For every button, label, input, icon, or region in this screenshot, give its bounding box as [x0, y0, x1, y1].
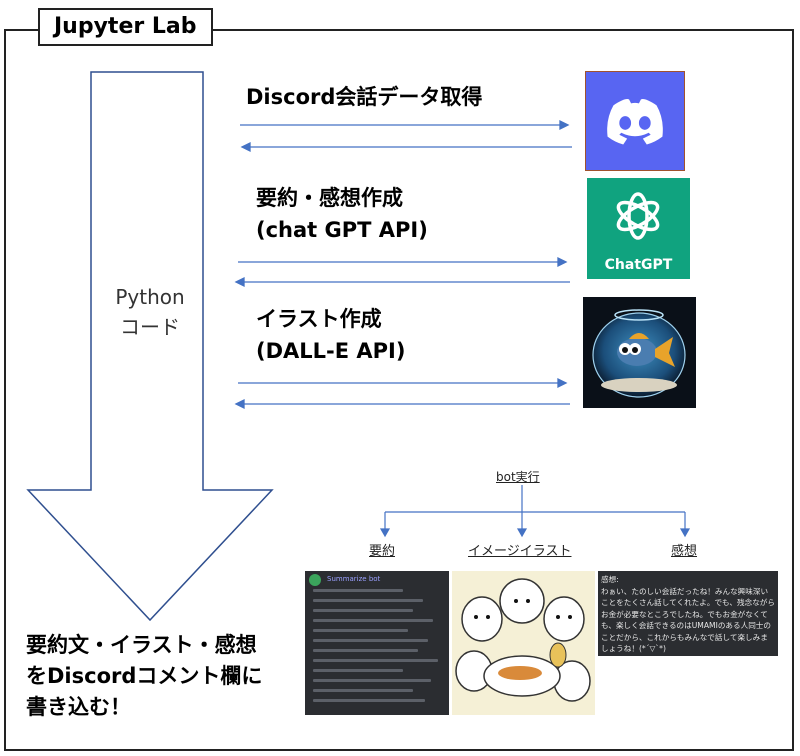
discord-logo-icon [585, 71, 685, 171]
python-code-label: Python コード [115, 285, 185, 339]
step2-label-line1: 要約・感想作成 [256, 186, 403, 210]
bot-avatar [309, 574, 321, 586]
chatgpt-text: ChatGPT [604, 257, 673, 273]
step1-arrows [240, 119, 572, 153]
summary-branch-label: 要約 [369, 544, 396, 559]
bot-name: Summarize bot [327, 575, 381, 583]
illustration-screenshot [452, 571, 595, 715]
bottom-instruction: 要約文・イラスト・感想 をDiscordコメント欄に 書き込む！ [26, 633, 263, 719]
feedback-branch-label: 感想 [671, 544, 698, 559]
step3-label-line2: (DALL-E API) [256, 339, 406, 363]
step3-arrows [234, 377, 570, 410]
big-down-arrow [26, 71, 274, 622]
step2-label-line2: (chat GPT API) [256, 218, 428, 242]
feedback-screenshot: 感想: わぁい、たのしい会話だったね！みんな興味深いことをたくさん話してくれたよ… [598, 571, 778, 656]
chatgpt-logo: ChatGPT [587, 178, 690, 279]
feedback-text: 感想: わぁい、たのしい会話だったね！みんな興味深いことをたくさん話してくれたよ… [601, 575, 775, 653]
step1-label: Discord会話データ取得 [246, 85, 483, 109]
bot-run-label: bot実行 [496, 470, 540, 484]
openai-logo-icon [616, 192, 660, 240]
page-title: Jupyter Lab [38, 8, 213, 46]
step2-arrows [234, 256, 570, 288]
fishbowl-illustration-icon [583, 297, 696, 408]
jupyter-frame [4, 29, 794, 751]
illustration-branch-label: イメージイラスト [468, 544, 572, 559]
summary-screenshot: Summarize bot [305, 571, 449, 715]
step3-label-line1: イラスト作成 [256, 307, 382, 331]
bot-tree [379, 485, 691, 538]
